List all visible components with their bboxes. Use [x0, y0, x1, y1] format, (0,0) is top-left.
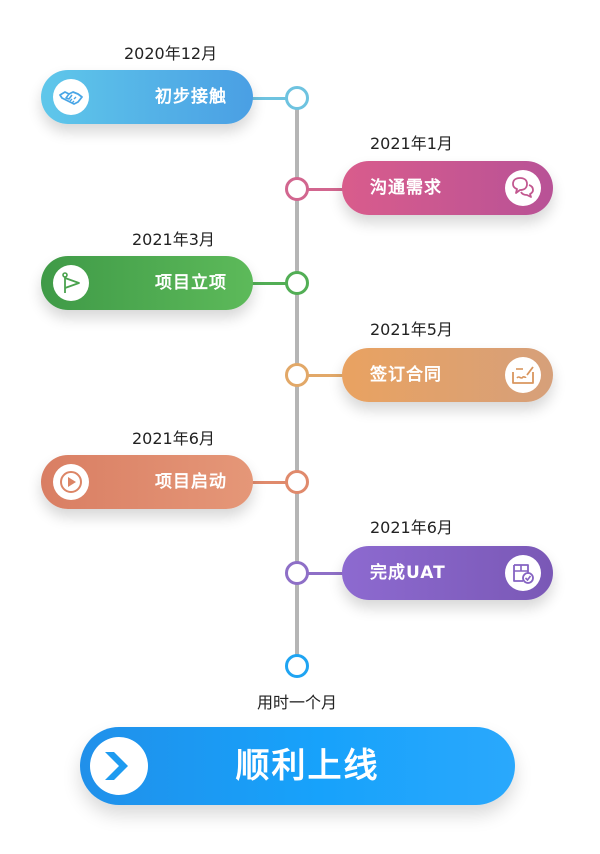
launch-label: 顺利上线	[235, 746, 380, 786]
milestone-date: 2021年6月	[132, 429, 215, 448]
milestone-date: 2021年5月	[370, 320, 453, 339]
milestone-pill: 项目立项	[41, 256, 253, 310]
play-icon	[53, 464, 89, 500]
milestone-connector	[250, 97, 288, 100]
milestone-node	[285, 177, 309, 201]
handshake-icon	[53, 79, 89, 115]
milestone-label: 签订合同	[370, 365, 442, 385]
milestone-node	[285, 470, 309, 494]
milestone-node	[285, 271, 309, 295]
milestone-node	[285, 561, 309, 585]
contract-sign-icon	[505, 357, 541, 393]
milestone-pill: 初步接触	[41, 70, 253, 124]
milestone-connector	[250, 282, 288, 285]
milestone-pill: 签订合同	[342, 348, 553, 402]
milestone-date: 2020年12月	[124, 44, 218, 63]
milestone-date: 2021年1月	[370, 134, 453, 153]
milestone-connector	[305, 374, 345, 377]
play-arrow-icon	[90, 737, 148, 795]
milestone-label: 完成UAT	[370, 563, 446, 583]
milestone-date: 2021年3月	[132, 230, 215, 249]
flag-icon	[53, 265, 89, 301]
milestone-node	[285, 86, 309, 110]
milestone-connector	[250, 481, 288, 484]
milestone-pill: 完成UAT	[342, 546, 553, 600]
box-check-icon	[505, 555, 541, 591]
milestone-label: 初步接触	[155, 87, 227, 107]
milestone-label: 项目立项	[155, 273, 227, 293]
milestone-node	[285, 363, 309, 387]
milestone-connector	[305, 188, 345, 191]
duration-note: 用时一个月	[256, 693, 337, 712]
chat-bubbles-icon	[505, 170, 541, 206]
milestone-label: 项目启动	[155, 472, 227, 492]
timeline-end-node	[285, 654, 309, 678]
milestone-label: 沟通需求	[370, 178, 442, 198]
milestone-pill: 项目启动	[41, 455, 253, 509]
milestone-connector	[305, 572, 345, 575]
milestone-date: 2021年6月	[370, 518, 453, 537]
launch-banner: 顺利上线	[80, 727, 515, 805]
milestone-pill: 沟通需求	[342, 161, 553, 215]
